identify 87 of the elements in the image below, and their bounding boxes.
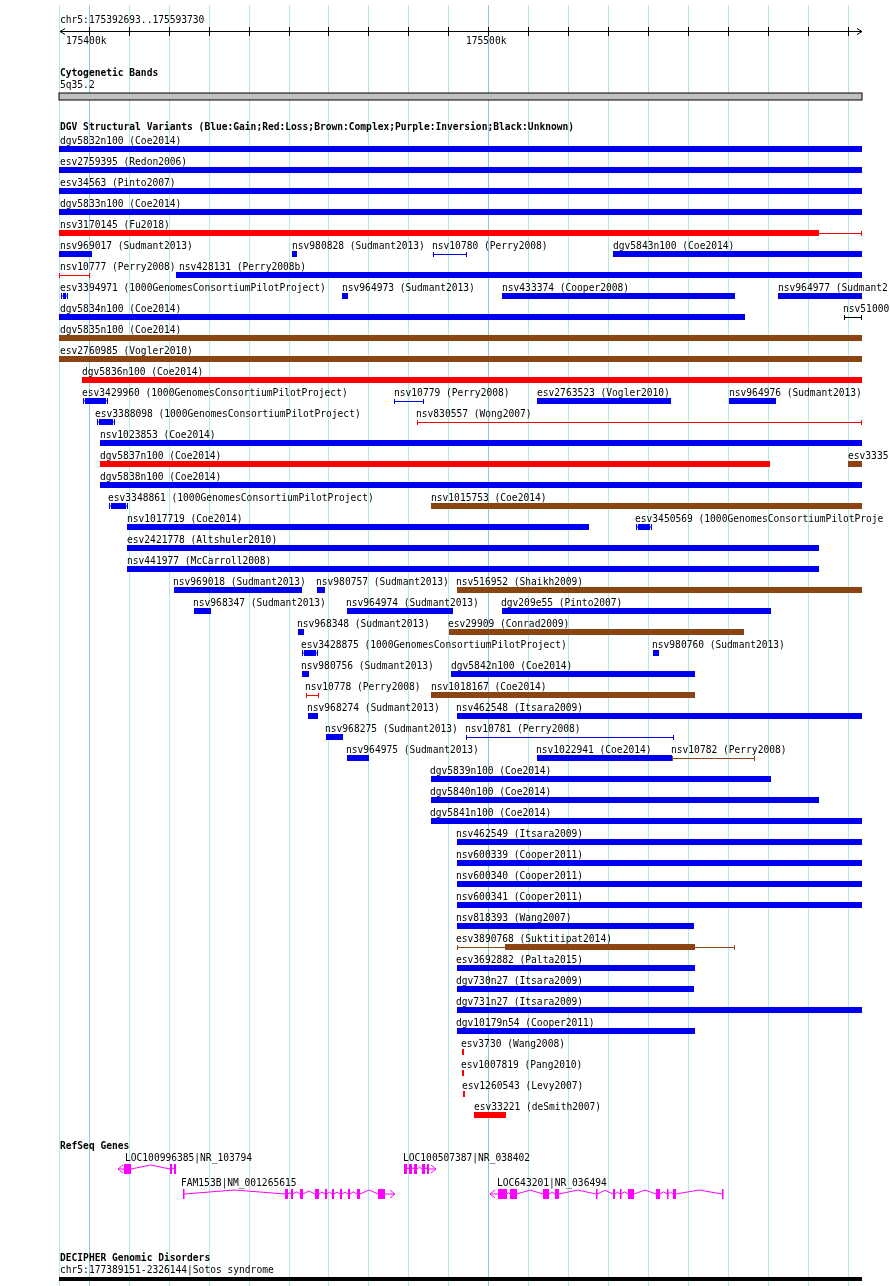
variant-label: nsv1022941 (Coe2014) [536, 744, 652, 756]
variant-label: esv2763523 (Vogler2010) [537, 387, 670, 399]
variant-label: nsv600341 (Cooper2011) [456, 891, 584, 903]
variant-label: nsv968274 (Sudmant2013) [307, 702, 440, 714]
disorder-label: chr5:177389151-2326144|Sotos syndrome [60, 1264, 274, 1276]
variant-label: nsv10781 (Perry2008) [465, 723, 581, 735]
variant-label: nsv830557 (Wong2007) [416, 408, 532, 420]
variant-label: esv3890768 (Suktitipat2014) [456, 933, 612, 945]
variant-label: esv1007819 (Pang2010) [461, 1059, 583, 1071]
variant-label: dgv731n27 (Itsara2009) [456, 996, 584, 1008]
track-heading: DGV Structural Variants (Blue:Gain;Red:Loss;Brown:Complex;Purple:Inversion;Black:Unknown) [60, 121, 575, 133]
variant-label: dgv5839n100 (Coe2014) [430, 765, 552, 777]
variant-label: nsv10777 (Perry2008) [60, 261, 176, 273]
variant-label: nsv818393 (Wang2007) [456, 912, 572, 924]
variant-label: nsv969017 (Sudmant2013) [60, 240, 193, 252]
variant-label: nsv980828 (Sudmant2013) [292, 240, 425, 252]
variant-label: nsv1017719 (Coe2014) [127, 513, 243, 525]
ruler-tick-label: 175500k [466, 35, 507, 47]
variant-label: nsv462549 (Itsara2009) [456, 828, 584, 840]
variant-label: dgv209e55 (Pinto2007) [501, 597, 623, 609]
variant-label: nsv969018 (Sudmant2013) [173, 576, 306, 588]
variant-label: nsv51000 [843, 303, 890, 315]
variant-label: dgv5840n100 (Coe2014) [430, 786, 552, 798]
gene-label: LOC100507387|NR_038402 [403, 1152, 531, 1164]
variant-label: nsv980756 (Sudmant2013) [301, 660, 434, 672]
variant-label: nsv10780 (Perry2008) [432, 240, 548, 252]
variant-label: nsv600340 (Cooper2011) [456, 870, 584, 882]
variant-label: esv2759395 (Redon2006) [60, 156, 188, 168]
variant-label: nsv980760 (Sudmant2013) [652, 639, 785, 651]
variant-label: nsv1015753 (Coe2014) [431, 492, 547, 504]
variant-label: nsv964975 (Sudmant2013) [346, 744, 479, 756]
variant-label: nsv964974 (Sudmant2013) [346, 597, 479, 609]
variant-label: esv3450569 (1000GenomesConsortiumPilotProje [635, 513, 884, 525]
variant-label: nsv1018167 (Coe2014) [431, 681, 547, 693]
variant-label: nsv1023853 (Coe2014) [100, 429, 216, 441]
variant-label: nsv433374 (Cooper2008) [502, 282, 630, 294]
variant-label: dgv5836n100 (Coe2014) [82, 366, 204, 378]
variant-label: nsv10778 (Perry2008) [305, 681, 421, 693]
variant-label: esv33221 (deSmith2007) [474, 1101, 602, 1113]
variant-label: dgv5837n100 (Coe2014) [100, 450, 222, 462]
variant-label: nsv441977 (McCarroll2008) [127, 555, 272, 567]
variant-label: esv3335 [848, 450, 889, 462]
variant-label: nsv964977 (Sudmant2 [778, 282, 888, 294]
variant-label: nsv968275 (Sudmant2013) [325, 723, 458, 735]
variant-label: nsv10782 (Perry2008) [671, 744, 787, 756]
variant-label: nsv428131 (Perry2008b) [179, 261, 307, 273]
variant-label: esv3692882 (Palta2015) [456, 954, 584, 966]
variant-label: dgv5835n100 (Coe2014) [60, 324, 182, 336]
variant-label: esv34563 (Pinto2007) [60, 177, 176, 189]
coordinate-label: chr5:175392693..175593730 [60, 14, 205, 26]
band-label: 5q35.2 [60, 79, 95, 91]
variant-label: esv2421778 (Altshuler2010) [127, 534, 278, 546]
variant-label: nsv968347 (Sudmant2013) [193, 597, 326, 609]
variant-label: nsv964976 (Sudmant2013) [729, 387, 862, 399]
variant-label: esv3428875 (1000GenomesConsortiumPilotProject) [301, 639, 567, 651]
variant-label: dgv5834n100 (Coe2014) [60, 303, 182, 315]
variant-label: esv3394971 (1000GenomesConsortiumPilotProject) [60, 282, 326, 294]
gene-label: FAM153B|NM_001265615 [181, 1177, 297, 1189]
variant-label: esv3730 (Wang2008) [461, 1038, 565, 1050]
gene-label: LOC100996385|NR_103794 [125, 1152, 253, 1164]
variant-label: esv1260543 (Levy2007) [462, 1080, 584, 1092]
variant-label: nsv964973 (Sudmant2013) [342, 282, 475, 294]
variant-label: nsv516952 (Shaikh2009) [456, 576, 584, 588]
variant-label: nsv980757 (Sudmant2013) [316, 576, 449, 588]
variant-label: dgv5843n100 (Coe2014) [613, 240, 735, 252]
variant-label: dgv5838n100 (Coe2014) [100, 471, 222, 483]
variant-label: esv3429960 (1000GenomesConsortiumPilotProject) [82, 387, 348, 399]
variant-label: nsv10779 (Perry2008) [394, 387, 510, 399]
track-heading: DECIPHER Genomic Disorders [60, 1252, 211, 1264]
track-heading: Cytogenetic Bands [60, 67, 159, 79]
variant-label: dgv5833n100 (Coe2014) [60, 198, 182, 210]
variant-label: esv2760985 (Vogler2010) [60, 345, 193, 357]
variant-label: esv3388098 (1000GenomesConsortiumPilotProject) [95, 408, 361, 420]
ruler-tick-label: 175400k [66, 35, 107, 47]
variant-label: dgv5832n100 (Coe2014) [60, 135, 182, 147]
variant-label: nsv3170145 (Fu2018) [60, 219, 170, 231]
variant-label: esv29909 (Conrad2009) [448, 618, 570, 630]
variant-label: nsv600339 (Cooper2011) [456, 849, 584, 861]
variant-label: esv3348861 (1000GenomesConsortiumPilotProject) [108, 492, 374, 504]
gene-label: LOC643201|NR_036494 [497, 1177, 607, 1189]
variant-label: nsv968348 (Sudmant2013) [297, 618, 430, 630]
variant-label: dgv5841n100 (Coe2014) [430, 807, 552, 819]
variant-label: dgv10179n54 (Cooper2011) [456, 1017, 595, 1029]
variant-label: nsv462548 (Itsara2009) [456, 702, 584, 714]
variant-label: dgv5842n100 (Coe2014) [451, 660, 573, 672]
track-heading: RefSeq Genes [60, 1140, 130, 1152]
variant-label: dgv730n27 (Itsara2009) [456, 975, 584, 987]
